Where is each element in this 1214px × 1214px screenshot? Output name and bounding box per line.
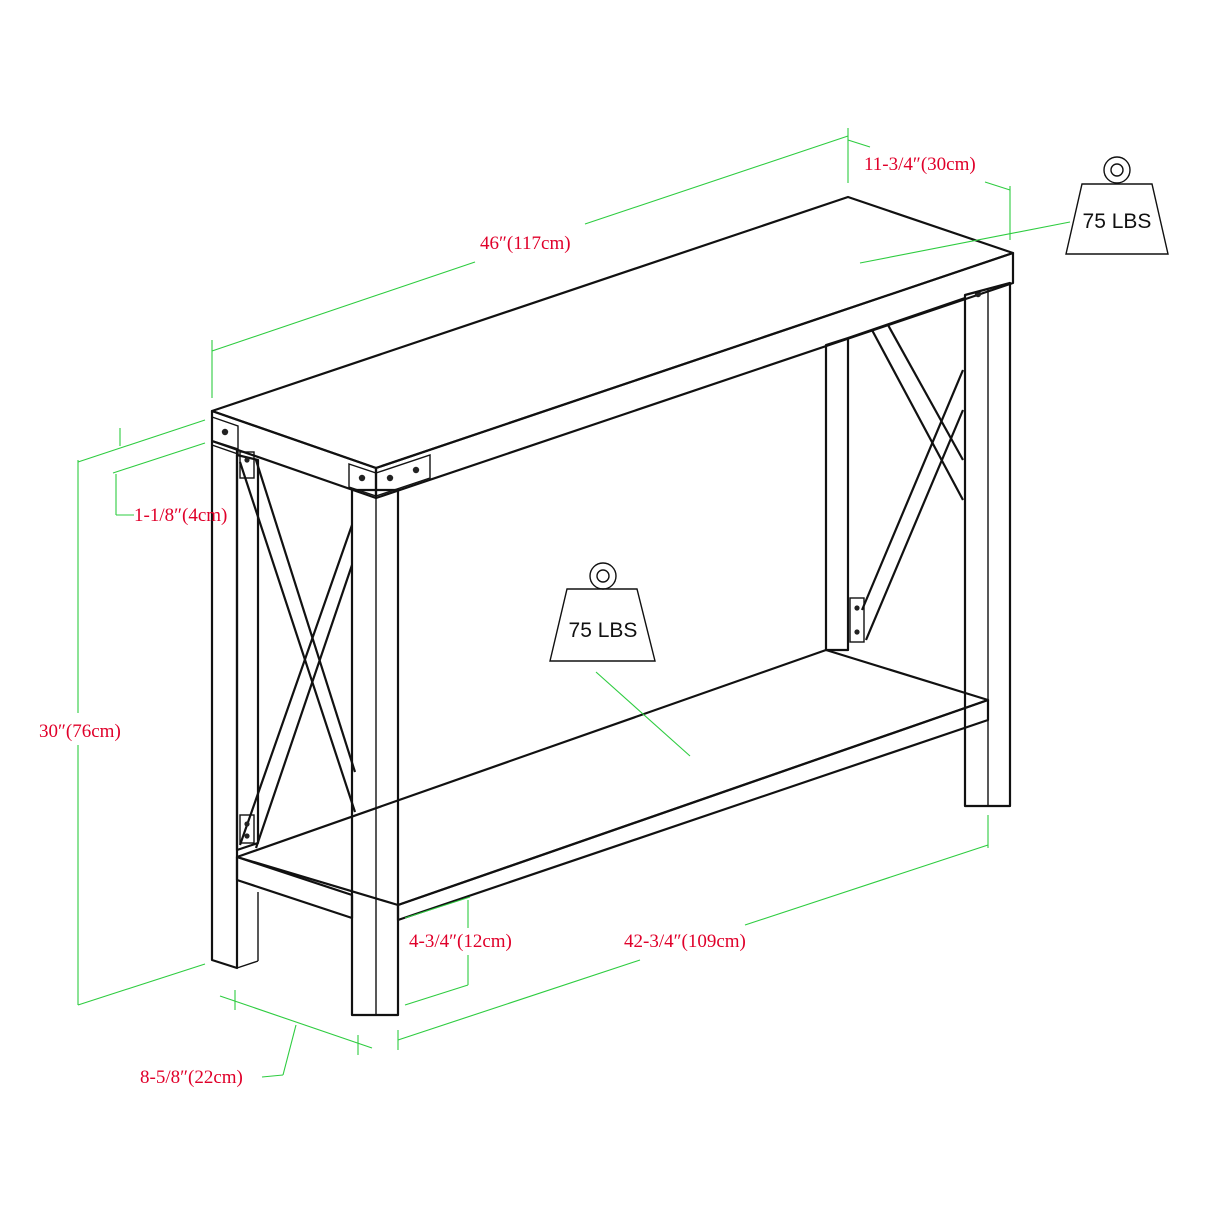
height-label: 30″(76cm) bbox=[39, 721, 121, 742]
inner-width-label: 42-3/4″(109cm) bbox=[624, 931, 746, 952]
table-drawing bbox=[210, 195, 1015, 1017]
legs bbox=[210, 281, 1012, 1017]
left-x-brace bbox=[235, 451, 357, 852]
right-x-brace bbox=[847, 296, 966, 643]
weight-icon-shelf: 75 LBS bbox=[549, 562, 656, 662]
corner-bracket-front-right bbox=[375, 454, 431, 497]
lower-shelf bbox=[235, 648, 990, 922]
dimension-lines bbox=[77, 128, 1011, 1078]
depth-label: 11-3/4″(30cm) bbox=[864, 154, 976, 175]
brace-plate-right bbox=[849, 597, 865, 643]
shelf-clearance-label: 4-3/4″(12cm) bbox=[409, 931, 512, 952]
weight-label-shelf: 75 LBS bbox=[569, 619, 638, 642]
brace-plate-top-left bbox=[239, 451, 255, 479]
tabletop bbox=[210, 195, 1015, 500]
weight-label-top: 75 LBS bbox=[1083, 210, 1152, 233]
top-thickness-label: 1-1/8″(4cm) bbox=[134, 505, 227, 526]
weight-icon-top: 75 LBS bbox=[1065, 156, 1169, 255]
inner-depth-label: 8-5/8″(22cm) bbox=[140, 1067, 243, 1088]
width-label: 46″(117cm) bbox=[480, 233, 571, 254]
brace-plate-bottom-left bbox=[239, 814, 255, 844]
dimension-labels: 46″(117cm) 11-3/4″(30cm) 1-1/8″(4cm) 30″… bbox=[39, 154, 976, 1088]
